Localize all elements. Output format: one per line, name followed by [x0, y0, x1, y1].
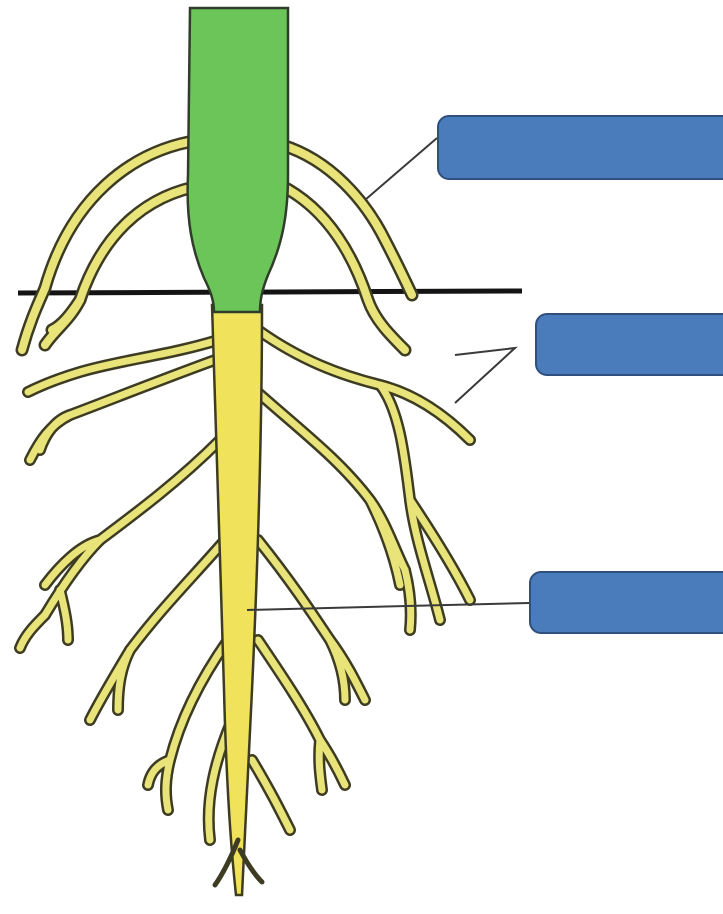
stem	[188, 8, 288, 312]
soil-surface-line	[18, 291, 522, 293]
label-box-adventitious-roots[interactable]	[437, 115, 723, 180]
label-box-lateral-roots[interactable]	[535, 313, 723, 376]
label-box-main-root[interactable]	[529, 571, 723, 634]
leader-line-adventitious	[365, 138, 437, 200]
main-root	[212, 305, 262, 895]
leader-line-main-root	[247, 603, 529, 610]
leader-line-lateral	[455, 348, 515, 403]
